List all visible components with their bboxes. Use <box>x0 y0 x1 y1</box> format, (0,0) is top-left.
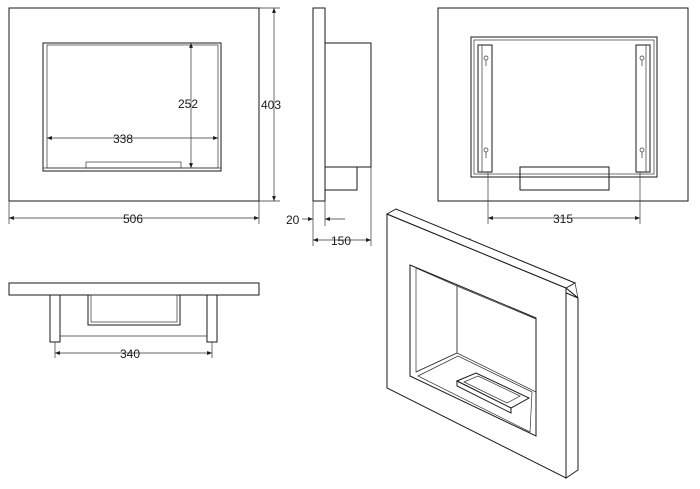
front-frame-outline <box>8 7 260 202</box>
top-bracket-left <box>49 294 61 343</box>
dim-height: 403 <box>261 98 281 112</box>
dim-body-width: 340 <box>120 347 140 361</box>
side-body <box>324 42 372 168</box>
dim-total-depth: 150 <box>331 234 351 248</box>
top-bracket-right <box>206 294 218 343</box>
dim-opening-height: 252 <box>178 97 198 111</box>
front-opening-outer <box>42 42 222 172</box>
bracket-right <box>635 44 651 173</box>
top-view: 340 <box>8 282 260 361</box>
back-body <box>470 36 658 178</box>
dim-width: 506 <box>123 212 143 226</box>
iso-frame-side <box>565 286 579 479</box>
keyhole-icon <box>483 55 645 158</box>
top-frame <box>8 282 260 296</box>
back-burner-box <box>519 166 610 191</box>
isometric-view <box>385 208 579 479</box>
dim-opening-width: 338 <box>113 132 133 146</box>
back-view: 315 <box>437 7 689 226</box>
side-burner-box <box>324 166 358 191</box>
side-view: 20 150 <box>286 7 372 248</box>
dim-bracket-spacing: 315 <box>553 212 573 226</box>
dim-frame-depth: 20 <box>286 213 300 227</box>
side-frame <box>312 7 326 202</box>
front-burner <box>85 161 182 169</box>
top-burner-box <box>87 294 181 326</box>
front-view: 252 338 403 506 <box>8 7 281 226</box>
bracket-left <box>477 44 493 173</box>
